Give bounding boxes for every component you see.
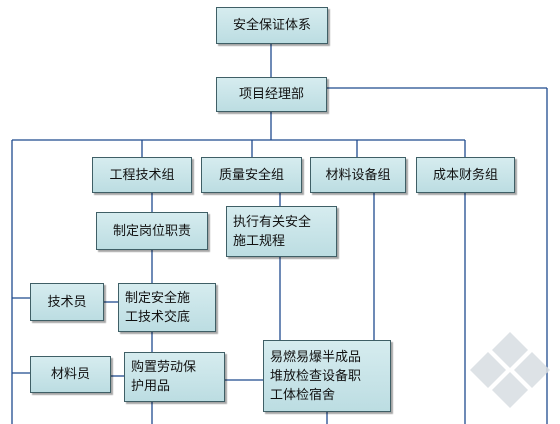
node-technician: 技术员 <box>30 283 104 321</box>
watermark-logo-icon <box>470 332 550 408</box>
node-quality-safety-group: 质量安全组 <box>201 157 302 193</box>
node-project-manager-dept: 项目经理部 <box>216 77 327 112</box>
node-job-duty: 制定岗位职责 <box>96 212 208 250</box>
node-safety-tech-disclosure: 制定安全施 工技术交底 <box>118 283 216 332</box>
node-material-staff: 材料员 <box>30 356 111 393</box>
node-inspection: 易燃易爆半成品 堆放检查设备职 工体检宿舍 <box>263 340 391 412</box>
node-tech-group: 工程技术组 <box>92 157 192 193</box>
node-cost-finance-group: 成本财务组 <box>416 157 515 193</box>
node-root: 安全保证体系 <box>216 7 328 44</box>
node-material-equipment-group: 材料设备组 <box>310 157 406 193</box>
node-exec-safety-rules: 执行有关安全 施工规程 <box>226 206 337 257</box>
node-buy-ppe: 购置劳动保 护用品 <box>124 352 225 402</box>
